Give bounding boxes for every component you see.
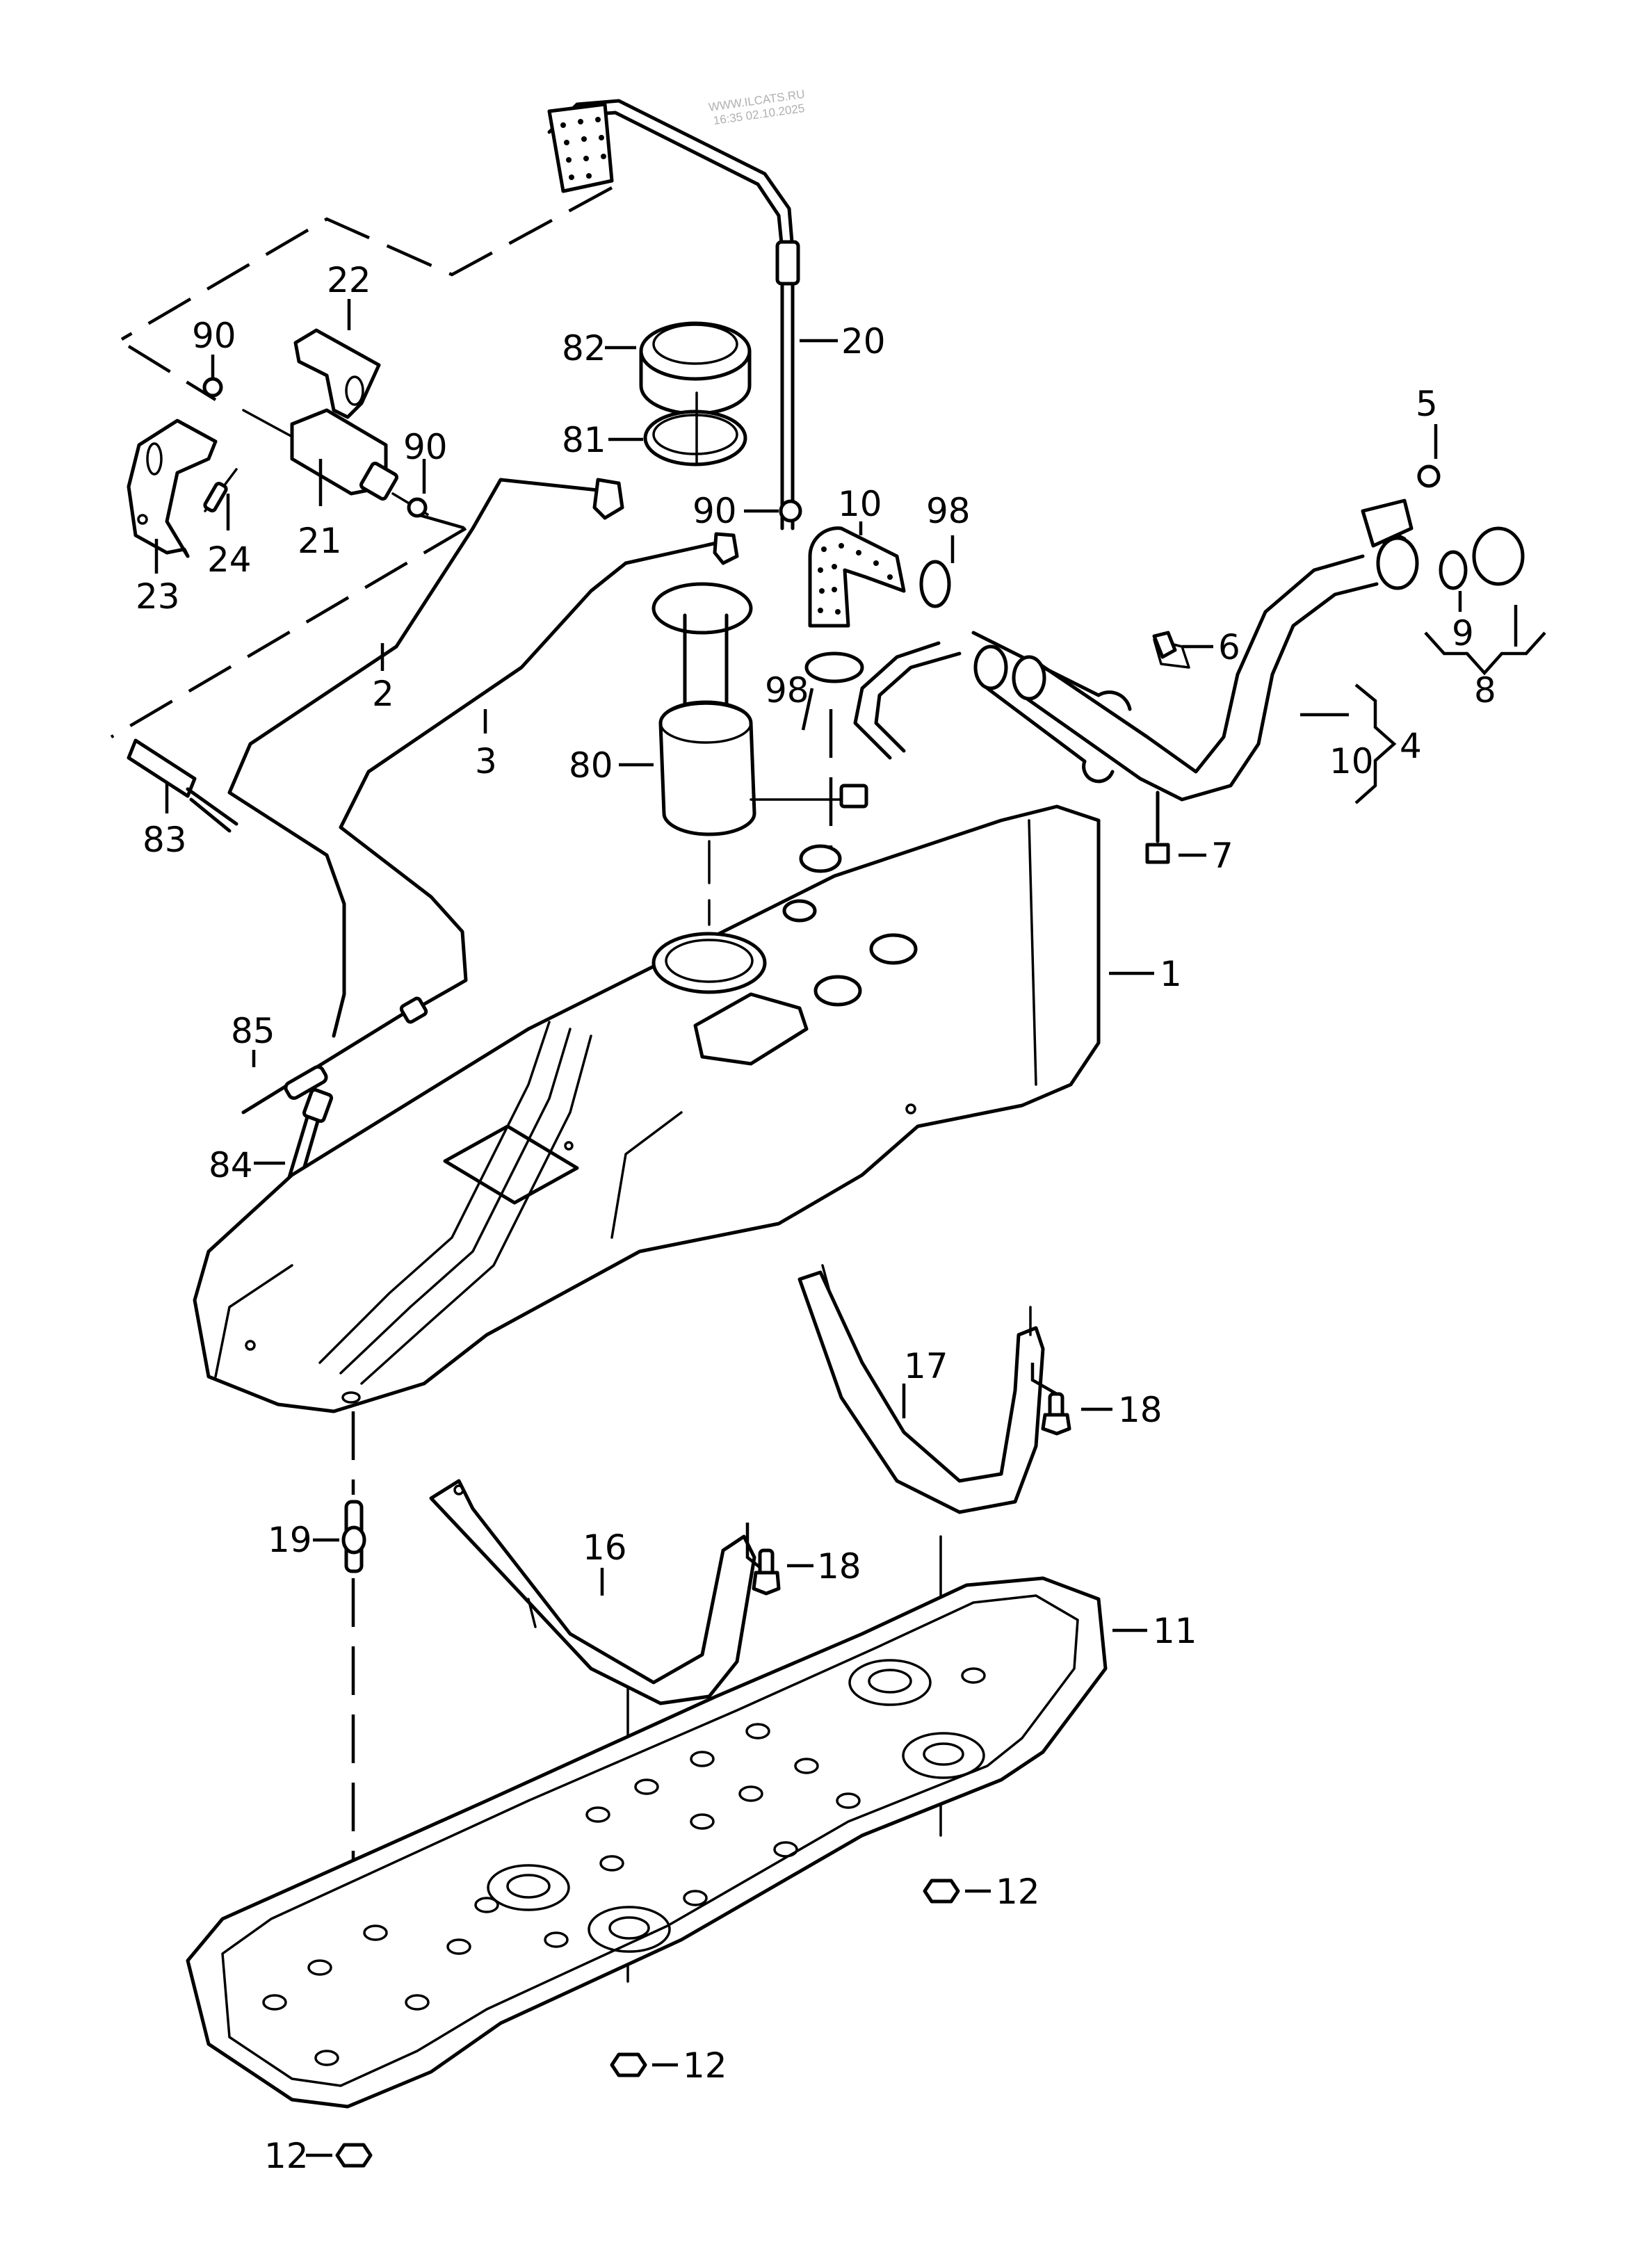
callout-7[interactable]: 7 xyxy=(1211,836,1233,876)
nut-12-left[interactable] xyxy=(306,2143,373,2168)
bracket-8 xyxy=(1424,591,1546,676)
callout-98-lower[interactable]: 98 xyxy=(765,670,809,711)
callout-24[interactable]: 24 xyxy=(207,540,252,580)
assembly-outline-filter xyxy=(110,186,613,738)
callout-labels: 1 2 3 4 5 6 7 8 9 10 10 11 12 12 12 16 1… xyxy=(136,260,1496,2176)
callout-90-vent[interactable]: 90 xyxy=(693,491,737,531)
watermark: WWW.ILCATS.RU 16:35 02.10.2025 xyxy=(708,88,806,127)
hose-clamp-98-upper[interactable] xyxy=(919,535,955,608)
callout-19[interactable]: 19 xyxy=(268,1520,312,1560)
callout-83[interactable]: 83 xyxy=(143,820,187,860)
vent-hose-10[interactable] xyxy=(808,521,906,628)
callout-23[interactable]: 23 xyxy=(136,576,180,617)
hose-83[interactable] xyxy=(127,738,238,833)
callout-12-left[interactable]: 12 xyxy=(264,2136,309,2176)
clip-nut-6[interactable] xyxy=(1152,631,1213,659)
seal-ring-81[interactable] xyxy=(608,410,747,467)
callout-90-right[interactable]: 90 xyxy=(403,427,448,467)
nut-12-right[interactable] xyxy=(923,1879,991,1904)
callout-98-upper[interactable]: 98 xyxy=(926,491,971,531)
tank-guard-plate-11[interactable] xyxy=(186,1576,1147,2109)
callout-21[interactable]: 21 xyxy=(298,521,342,561)
callout-12-middle[interactable]: 12 xyxy=(683,2045,727,2086)
callout-16[interactable]: 16 xyxy=(583,1527,627,1568)
clip-90-vent[interactable] xyxy=(744,499,802,523)
callout-2[interactable]: 2 xyxy=(372,674,394,714)
filler-neck-4[interactable] xyxy=(853,498,1525,802)
callout-6[interactable]: 6 xyxy=(1218,627,1240,667)
callout-90-left[interactable]: 90 xyxy=(192,316,236,356)
callout-20[interactable]: 20 xyxy=(841,321,886,362)
stud-bolt-19[interactable] xyxy=(313,1500,366,1573)
callout-10-hose[interactable]: 10 xyxy=(838,484,882,524)
callout-3[interactable]: 3 xyxy=(475,741,497,781)
bracket-4-10 xyxy=(1354,683,1397,804)
fuel-line-3[interactable] xyxy=(339,532,739,1010)
callout-18-front[interactable]: 18 xyxy=(817,1546,861,1587)
callout-22[interactable]: 22 xyxy=(327,260,371,300)
tank-strap-16[interactable] xyxy=(429,1479,767,1705)
callout-85[interactable]: 85 xyxy=(231,1011,275,1051)
tank-strap-17[interactable] xyxy=(797,1270,1059,1514)
nut-12-middle[interactable] xyxy=(610,2052,678,2077)
screw-7[interactable] xyxy=(1145,790,1206,864)
hose-clamp-98-lower[interactable] xyxy=(801,651,864,731)
callout-18-rear[interactable]: 18 xyxy=(1118,1390,1163,1430)
callout-11[interactable]: 11 xyxy=(1153,1611,1197,1651)
fuel-filter-assembly[interactable] xyxy=(127,328,429,558)
callout-10-filler[interactable]: 10 xyxy=(1329,741,1374,781)
callout-12-right[interactable]: 12 xyxy=(996,1872,1040,1912)
lock-ring-82[interactable] xyxy=(605,321,752,416)
callout-1[interactable]: 1 xyxy=(1160,954,1182,994)
filler-neck-bolt-5[interactable] xyxy=(1417,424,1441,488)
callout-84[interactable]: 84 xyxy=(209,1145,253,1185)
fuel-line-2[interactable] xyxy=(227,478,624,1038)
callout-5[interactable]: 5 xyxy=(1416,384,1438,424)
fuel-tank-1[interactable] xyxy=(193,804,1154,1413)
callout-4[interactable]: 4 xyxy=(1400,726,1422,766)
callout-81[interactable]: 81 xyxy=(562,420,606,460)
strap-bolt-18-front[interactable] xyxy=(752,1548,813,1596)
leader-lines xyxy=(154,299,487,1165)
callout-8[interactable]: 8 xyxy=(1474,670,1496,711)
callout-80[interactable]: 80 xyxy=(569,745,613,786)
vent-line-20[interactable] xyxy=(547,99,838,530)
callout-17[interactable]: 17 xyxy=(904,1346,948,1386)
strap-bolt-18-rear[interactable] xyxy=(1041,1392,1112,1436)
callout-9[interactable]: 9 xyxy=(1452,613,1474,654)
callout-82[interactable]: 82 xyxy=(562,328,606,368)
fuel-pump-module-80[interactable] xyxy=(619,582,868,926)
